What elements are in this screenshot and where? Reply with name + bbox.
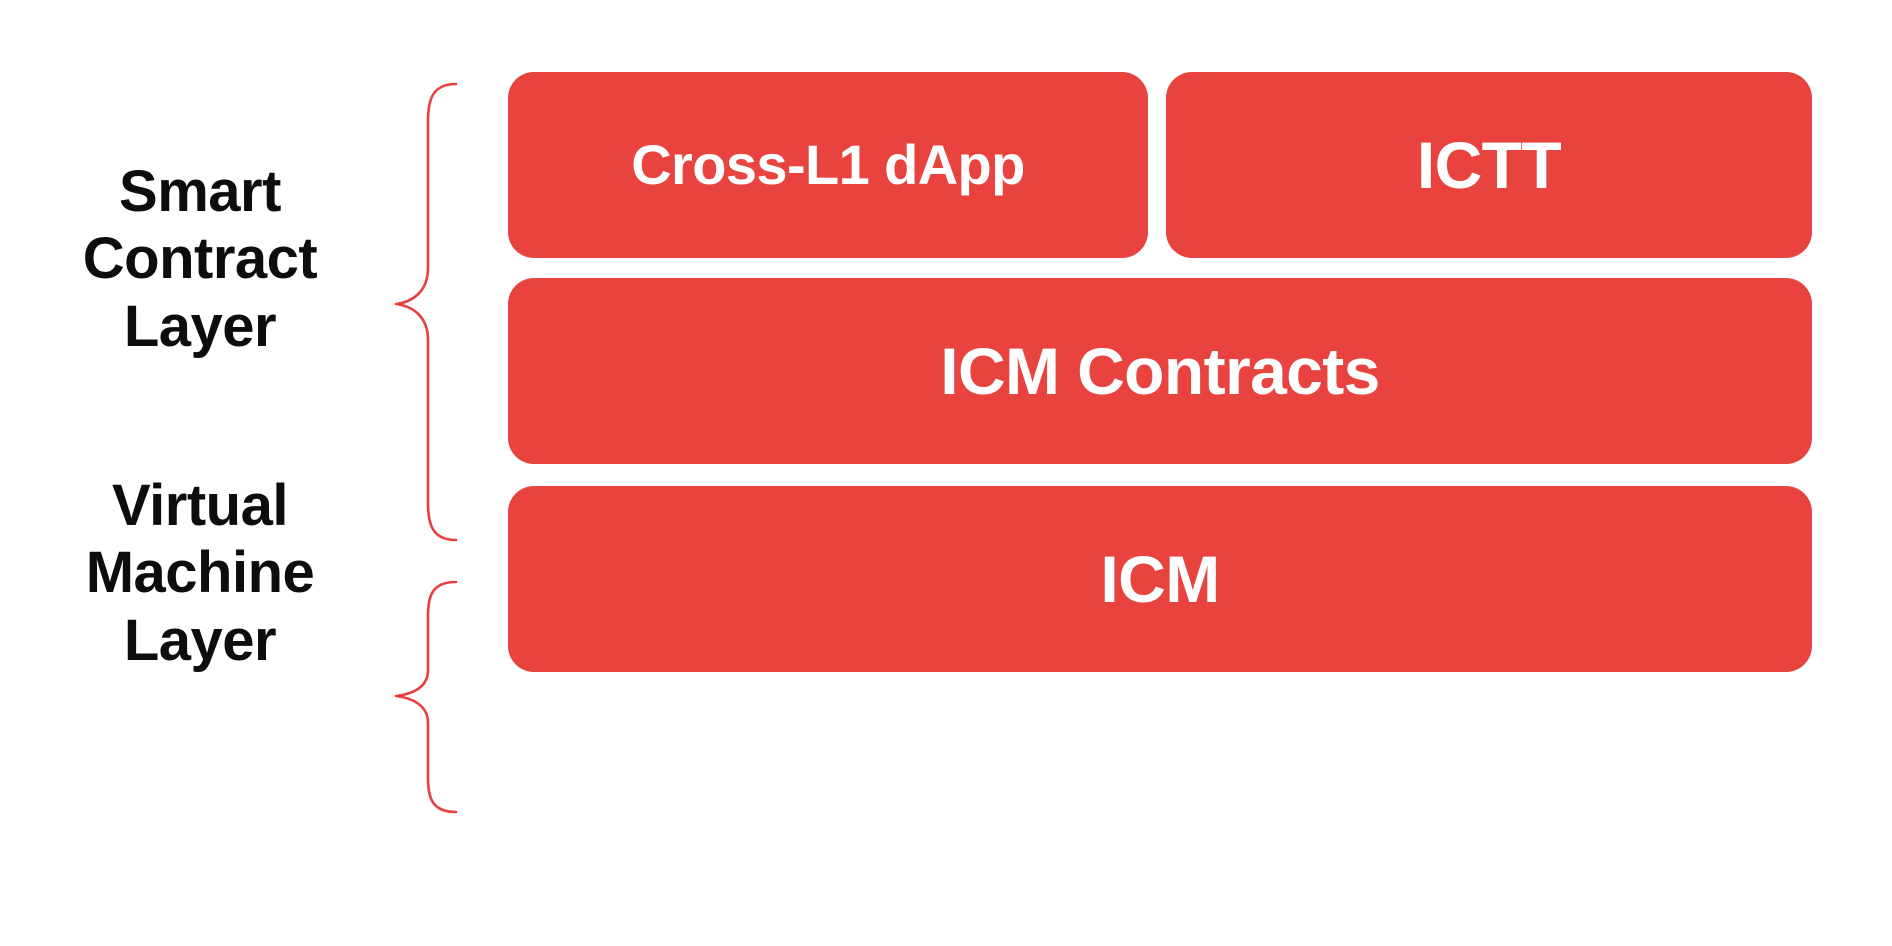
box-label-cross-l1-dapp: Cross-L1 dApp (631, 133, 1025, 196)
curly-brace-smart-contract-icon (370, 80, 462, 544)
curly-brace-virtual-machine-icon (370, 578, 462, 816)
box-label-icm-contracts: ICM Contracts (940, 334, 1380, 408)
box-icm-contracts[interactable]: ICM Contracts (508, 278, 1812, 464)
box-icm[interactable]: ICM (508, 486, 1812, 672)
box-label-ictt: ICTT (1416, 128, 1562, 202)
group-label-smart-contract: Smart Contract Layer (82, 159, 318, 359)
box-ictt[interactable]: ICTT (1166, 72, 1812, 258)
box-label-icm: ICM (1100, 542, 1220, 616)
box-cross-l1-dapp[interactable]: Cross-L1 dApp (508, 72, 1148, 258)
group-label-virtual-machine: Virtual Machine Layer (85, 473, 315, 673)
